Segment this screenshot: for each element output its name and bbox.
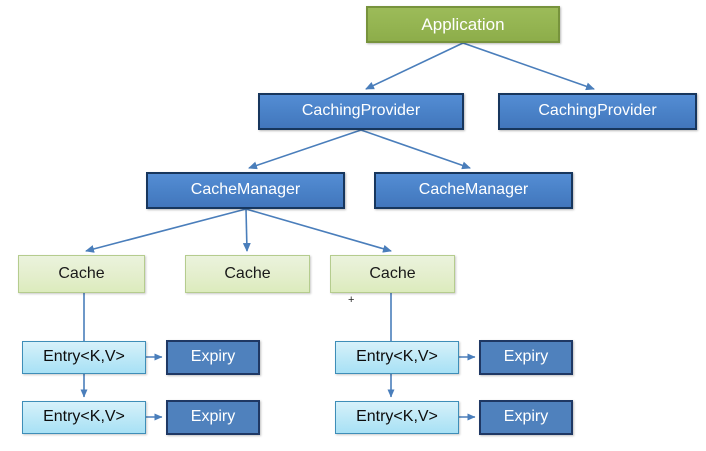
node-cache-3[interactable]: Cache — [330, 255, 455, 293]
node-entry-4[interactable]: Entry<K,V> — [335, 401, 459, 434]
node-cache-manager-2[interactable]: CacheManager — [374, 172, 573, 209]
node-entry-1-label: Entry<K,V> — [43, 348, 125, 366]
edge-app-provider2 — [462, 42, 595, 91]
node-cache-manager-1[interactable]: CacheManager — [146, 172, 345, 209]
node-expiry-3-label: Expiry — [503, 348, 549, 366]
edge-manager1-cache1 — [85, 208, 247, 253]
node-application-label: Application — [421, 14, 505, 34]
node-cache-1-label: Cache — [58, 264, 105, 282]
node-caching-provider-1-label: CachingProvider — [301, 102, 421, 120]
node-expiry-4-label: Expiry — [503, 408, 549, 426]
node-expiry-2-label: Expiry — [190, 408, 236, 426]
node-cache-2-label: Cache — [224, 264, 271, 282]
node-entry-3-label: Entry<K,V> — [356, 348, 438, 366]
node-entry-3[interactable]: Entry<K,V> — [335, 341, 459, 374]
node-cache-1[interactable]: Cache — [18, 255, 145, 293]
node-entry-2-label: Entry<K,V> — [43, 408, 125, 426]
node-caching-provider-2-label: CachingProvider — [538, 102, 657, 120]
node-cache-3-label: Cache — [369, 264, 416, 282]
node-expiry-4[interactable]: Expiry — [479, 400, 573, 435]
edge-app-provider1 — [365, 42, 464, 90]
node-expiry-1[interactable]: Expiry — [166, 340, 260, 375]
edge-provider1-manager1 — [248, 129, 362, 170]
edge-manager1-cache3 — [245, 208, 392, 253]
edge-provider1-manager2 — [360, 129, 471, 170]
node-entry-4-label: Entry<K,V> — [356, 408, 438, 426]
node-entry-2[interactable]: Entry<K,V> — [22, 401, 146, 434]
node-cache-manager-1-label: CacheManager — [190, 181, 301, 199]
node-expiry-2[interactable]: Expiry — [166, 400, 260, 435]
node-caching-provider-1[interactable]: CachingProvider — [258, 93, 464, 130]
node-expiry-1-label: Expiry — [190, 348, 236, 366]
node-application[interactable]: Application — [366, 6, 560, 43]
node-cache-2[interactable]: Cache — [185, 255, 310, 293]
edge-manager1-cache2 — [242, 208, 251, 252]
plus-artifact-mark: + — [348, 294, 355, 306]
node-entry-1[interactable]: Entry<K,V> — [22, 341, 146, 374]
node-caching-provider-2[interactable]: CachingProvider — [498, 93, 697, 130]
node-cache-manager-2-label: CacheManager — [418, 181, 529, 199]
node-expiry-3[interactable]: Expiry — [479, 340, 573, 375]
